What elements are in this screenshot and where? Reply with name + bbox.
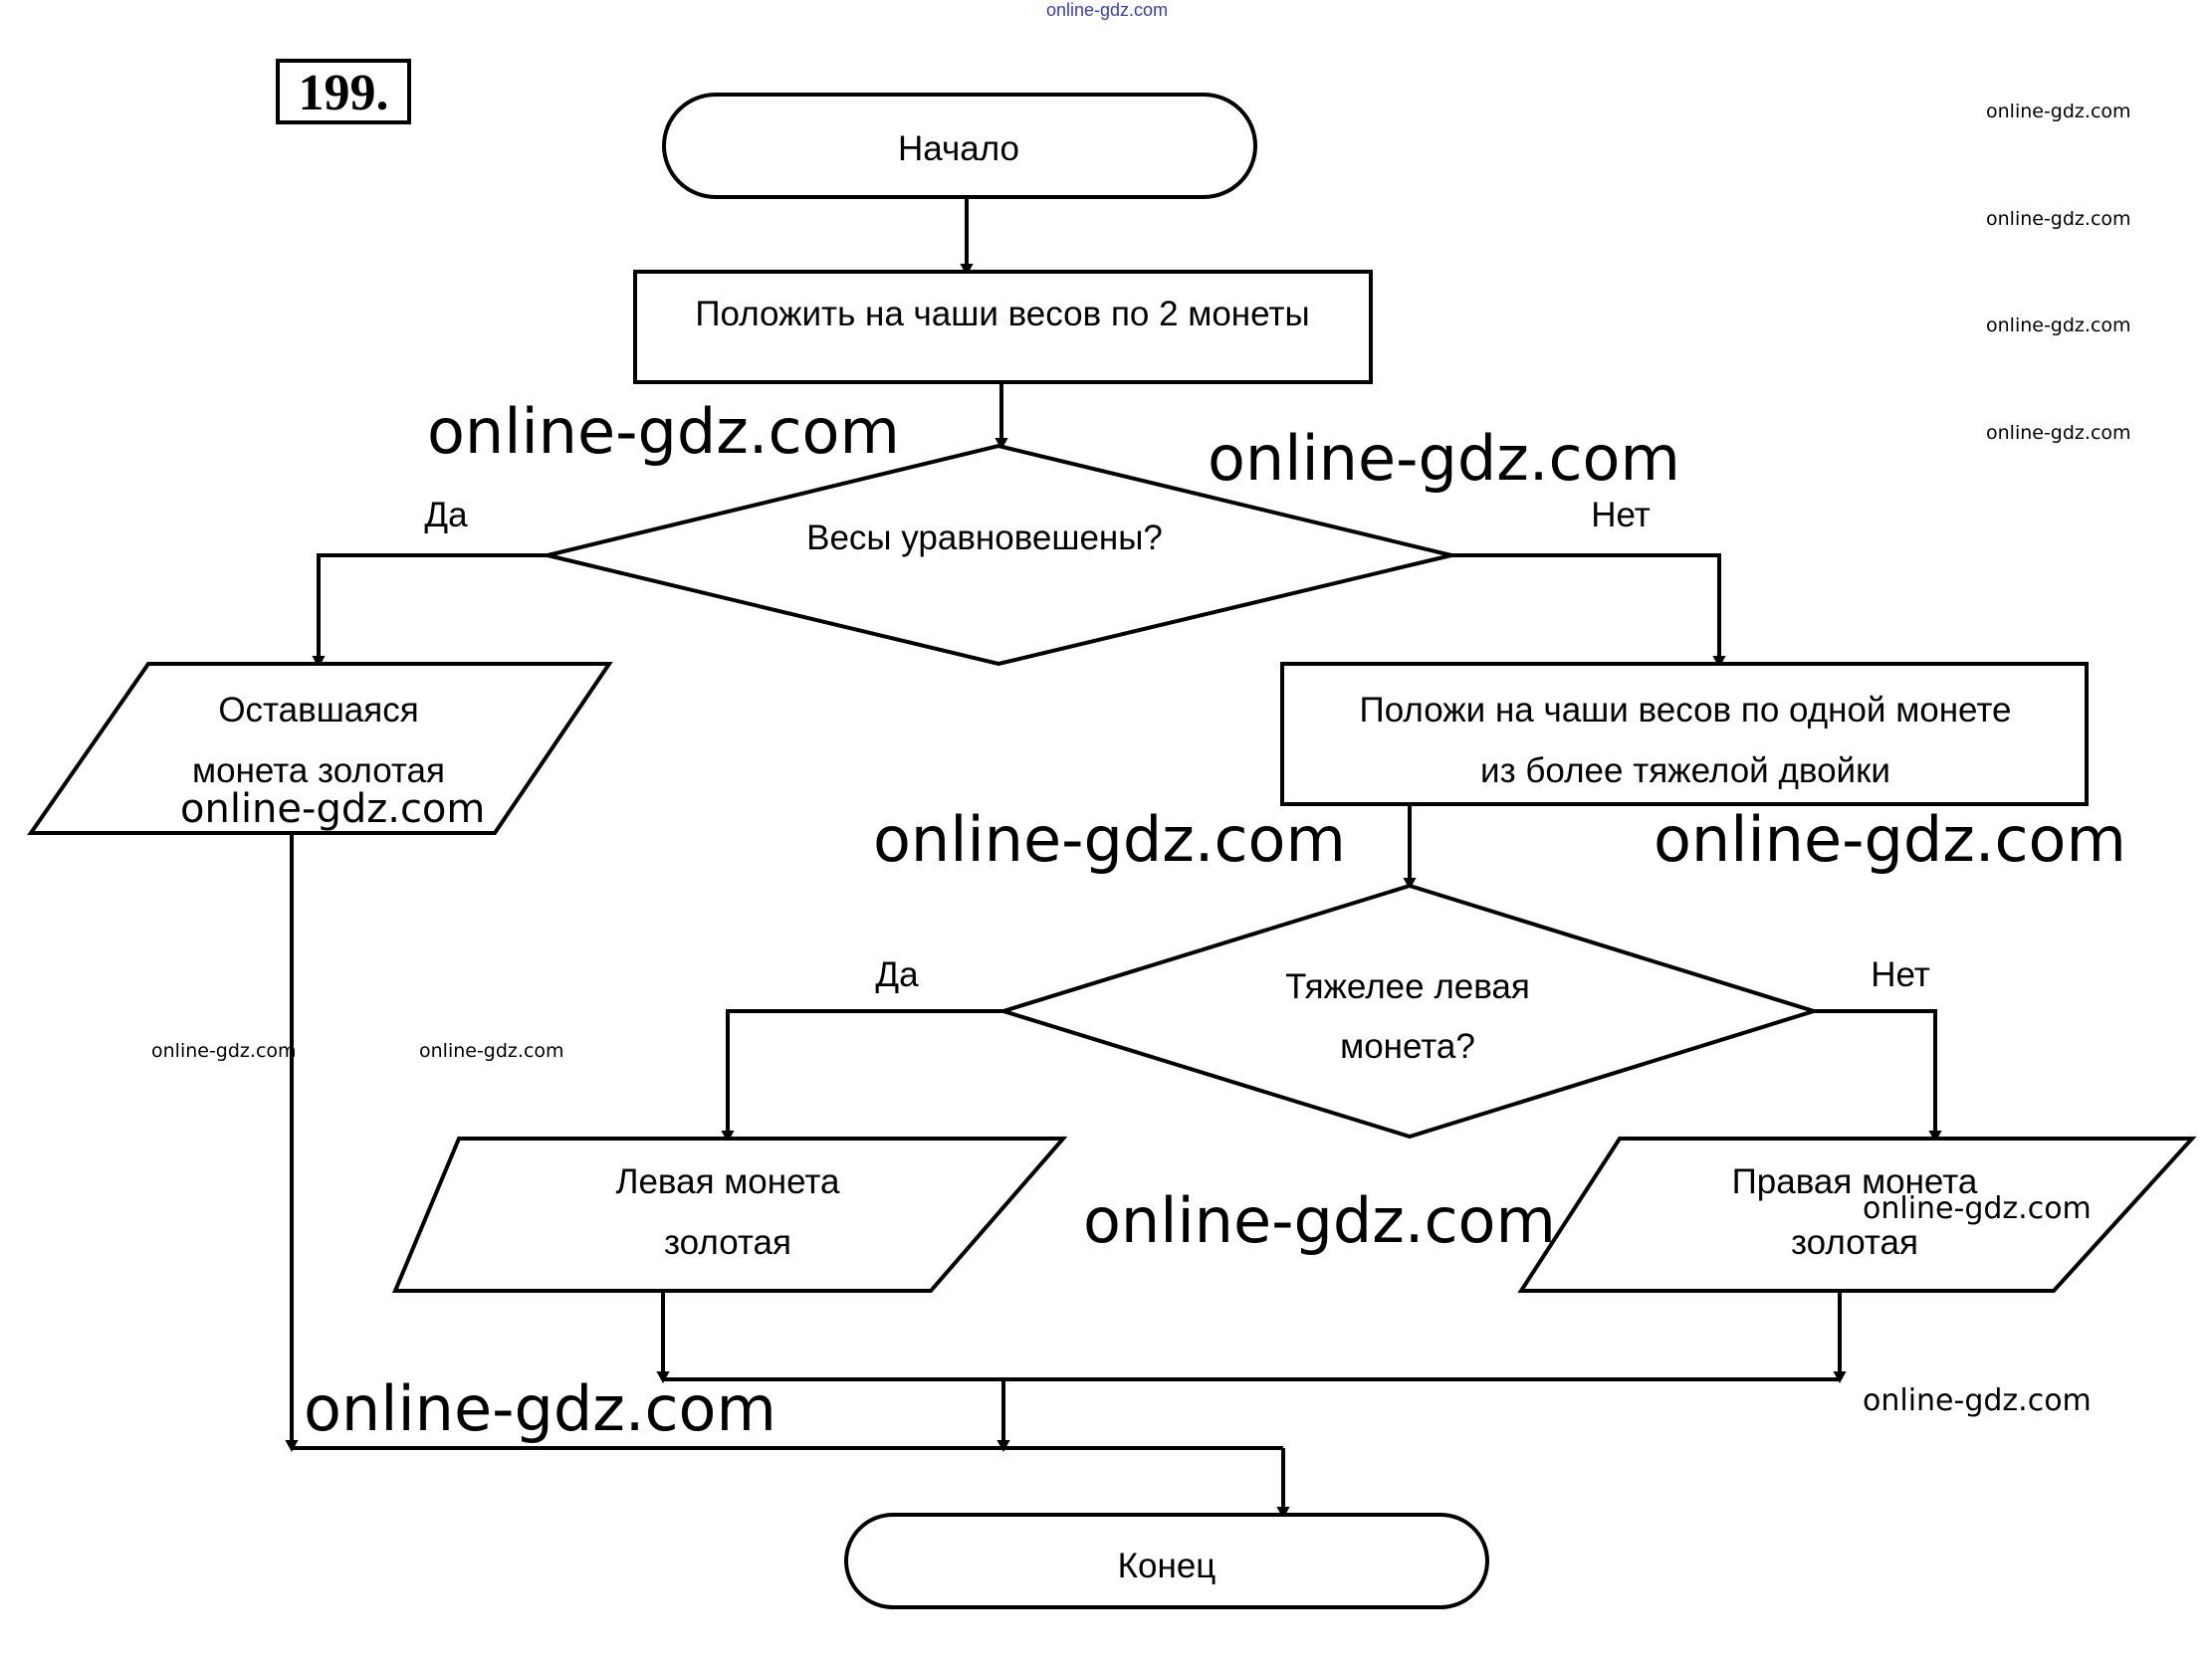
decision1-label: Весы уравновешены? [806, 519, 1163, 557]
watermark: online-gdz.com [1654, 803, 2126, 876]
watermark: online-gdz.com [873, 803, 1346, 876]
decision2-line1: Тяжелее левая [1285, 967, 1530, 1006]
watermark: online-gdz.com [1863, 1191, 2092, 1226]
watermark: online-gdz.com [180, 786, 485, 832]
watermark: online-gdz.com [427, 395, 900, 468]
decision2-line2: монета? [1340, 1027, 1475, 1066]
watermark: online-gdz.com [1986, 314, 2131, 336]
step2-line1: Положи на чаши весов по одной монете [1360, 691, 2012, 729]
decision2-yes-label: Да [875, 955, 919, 994]
watermark: online-gdz.com [419, 1040, 564, 1062]
arrow-decision1-no [1451, 553, 1726, 668]
step2-line2: из более тяжелой двойки [1480, 751, 1890, 790]
step2-process: Положи на чаши весов по одной монете из … [1280, 662, 2089, 806]
end-label: Конец [1118, 1547, 1217, 1585]
watermark: online-gdz.com [1863, 1383, 2092, 1418]
output-right-line2: золотая [1791, 1223, 1918, 1262]
output-right-coin: Правая монета золотая [1517, 1137, 2197, 1293]
output-remaining-line2: монета золотая [192, 751, 445, 790]
problem-number: 199. [299, 65, 389, 121]
watermark: online-gdz.com [1083, 1184, 1556, 1257]
watermark: online-gdz.com [1986, 422, 2131, 444]
decision1: Весы уравновешены? [547, 443, 1452, 667]
decision1-no-label: Нет [1591, 496, 1651, 534]
arrow-decision2-no [1814, 1009, 1942, 1143]
output-remaining-line1: Оставшаяся [218, 691, 418, 729]
watermark-top: online-gdz.com [1046, 0, 1168, 20]
decision2: Тяжелее левая монета? [996, 883, 1821, 1140]
decision1-yes-label: Да [424, 496, 468, 534]
arrow-decision1-yes [312, 553, 548, 668]
watermark: online-gdz.com [151, 1040, 297, 1062]
watermark: online-gdz.com [1208, 422, 1680, 495]
step1-label: Положить на чаши весов по 2 монеты [695, 295, 1309, 333]
watermark: online-gdz.com [304, 1372, 776, 1445]
watermark: online-gdz.com [1986, 101, 2131, 122]
problem-number-box: 199. [276, 59, 411, 124]
start-terminal: Начало [662, 93, 1257, 199]
end-terminal: Конец [844, 1513, 1489, 1609]
output-right-line1: Правая монета [1732, 1162, 1978, 1201]
output-remaining-coin: Оставшаяся монета золотая [27, 662, 613, 835]
decision2-no-label: Нет [1871, 955, 1930, 994]
watermark: online-gdz.com [1986, 208, 2131, 230]
output-left-line1: Левая монета [615, 1162, 840, 1201]
step1-process: Положить на чаши весов по 2 монеты [633, 270, 1373, 384]
output-left-coin: Левая монета золотая [391, 1137, 1068, 1293]
output-left-line2: золотая [664, 1223, 791, 1262]
arrow-decision2-yes [721, 1009, 1003, 1143]
start-label: Начало [898, 129, 1019, 168]
